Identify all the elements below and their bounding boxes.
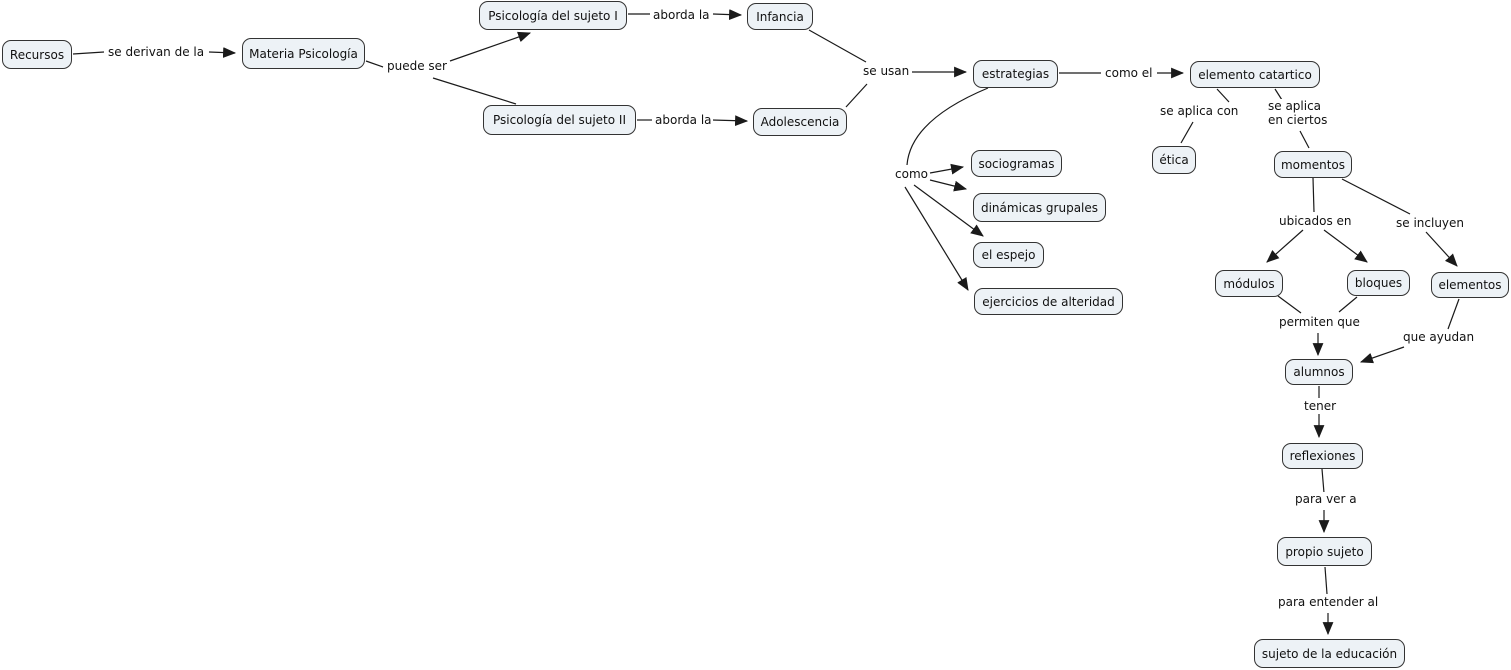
node-modulos[interactable]: módulos [1215,270,1283,297]
node-elemento-catartico[interactable]: elemento catartico [1190,61,1320,88]
node-psicologia-del-sujeto-2[interactable]: Psicología del sujeto II [483,105,636,135]
edge-se-incluyen-to-elementos [1425,231,1458,267]
edge-propio-sujeto-to-para-entender [1324,566,1328,595]
edge-catartico-to-se-aplica-en [1274,88,1283,101]
edge-que-ayudan-to-alumnos [1359,346,1405,364]
link-label-ubicados-en[interactable]: ubicados en [1278,214,1353,228]
edge-como-to-ejercicios [904,186,969,291]
edge-momentos-to-se-incluyen [1341,178,1411,215]
link-label-como-el[interactable]: como el [1104,66,1154,80]
node-etica[interactable]: ética [1152,146,1196,174]
link-label-puede-ser[interactable]: puede ser [386,59,448,73]
link-label-para-entender-al[interactable]: para entender al [1277,595,1380,609]
node-estrategias[interactable]: estrategias [973,60,1058,88]
node-psicologia-del-sujeto-1[interactable]: Psicología del sujeto I [479,1,627,30]
node-propio-sujeto[interactable]: propio sujeto [1277,537,1372,566]
node-alumnos[interactable]: alumnos [1285,359,1353,385]
node-recursos[interactable]: Recursos [2,40,72,69]
node-reflexiones[interactable]: reflexiones [1282,443,1363,469]
node-momentos[interactable]: momentos [1274,151,1352,178]
node-dinamicas-grupales[interactable]: dinámicas grupales [973,193,1106,222]
link-label-se-usan[interactable]: se usan [862,64,911,78]
edge-puede-ser-to-sujeto2 [432,77,517,105]
edge-como-to-dinamicas [929,179,968,192]
node-sociogramas[interactable]: sociogramas [971,150,1062,177]
node-bloques[interactable]: bloques [1347,270,1410,296]
edge-catartico-to-se-aplica-con [1216,88,1230,103]
edge-se-aplica-en-to-momentos [1299,130,1310,149]
link-label-tener[interactable]: tener [1303,399,1338,413]
edge-adolescencia-to-se-usan [845,83,868,108]
edge-aborda-la-2-to-adolescencia [711,115,749,127]
node-sujeto-de-la-educacion[interactable]: sujeto de la educación [1254,639,1405,668]
link-label-se-incluyen[interactable]: se incluyen [1395,216,1466,230]
node-ejercicios-de-alteridad[interactable]: ejercicios de alteridad [974,288,1123,315]
edge-ubicados-en-to-modulos [1266,229,1304,263]
link-label-aborda-la-2[interactable]: aborda la [654,113,713,127]
link-label-que-ayudan[interactable]: que ayudan [1402,330,1476,344]
edge-puede-ser-to-sujeto1 [449,31,532,62]
edge-ubicados-en-to-bloques [1323,229,1368,263]
edge-reflexiones-to-para-ver-a [1321,468,1325,494]
edge-momentos-to-ubicados-en [1312,177,1315,213]
edge-recursos-to-se-derivan [72,51,105,55]
link-label-se-aplica-con[interactable]: se aplica con [1159,104,1240,118]
link-label-aborda-la-1[interactable]: aborda la [652,8,711,22]
edge-bloques-to-permiten-que [1338,296,1358,313]
node-infancia[interactable]: Infancia [747,3,813,30]
edge-elementos-to-que-ayudan [1447,298,1460,330]
node-elementos[interactable]: elementos [1431,272,1509,298]
edge-modulos-to-permiten-que [1277,295,1302,314]
edge-se-derivan-to-materia [208,47,237,58]
edge-estrategias-to-como [906,87,989,166]
edge-como-to-el-espejo [913,184,984,237]
edge-materia-to-puede-ser [365,60,384,68]
node-materia-psicologia[interactable]: Materia Psicología [242,38,365,69]
edge-infancia-to-se-usan [808,29,867,63]
link-label-para-ver-a[interactable]: para ver a [1294,492,1358,506]
edge-como-to-sociogramas [929,163,965,175]
link-label-permiten-que[interactable]: permiten que [1278,315,1361,329]
node-adolescencia[interactable]: Adolescencia [753,108,847,136]
node-el-espejo[interactable]: el espejo [973,242,1044,268]
link-label-como[interactable]: como [894,167,929,181]
edge-aborda-la-1-to-infancia [712,9,743,20]
link-label-se-derivan-de-la[interactable]: se derivan de la [107,45,206,59]
link-label-se-aplica-en-ciertos[interactable]: se aplica en ciertos [1267,99,1331,127]
edge-se-aplica-con-to-etica [1180,121,1194,144]
